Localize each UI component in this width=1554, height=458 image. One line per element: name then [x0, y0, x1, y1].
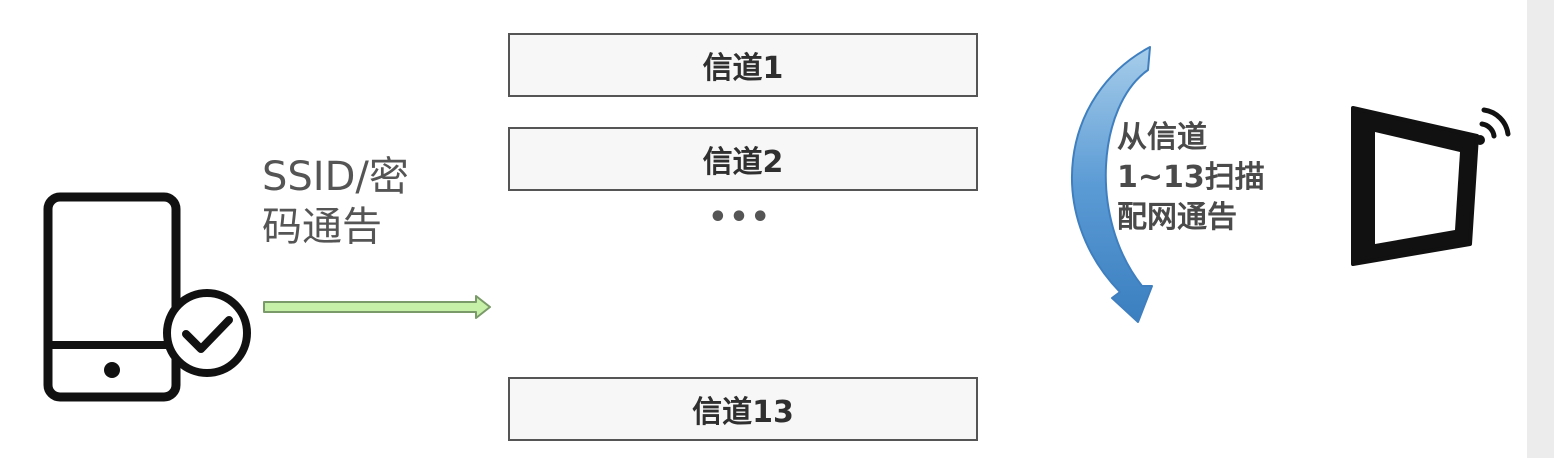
channel-2-box: 信道2 [508, 127, 978, 191]
scan-arrow [1071, 46, 1153, 323]
scan-label-line-1: 从信道 [1117, 120, 1207, 155]
channel-1-label: 信道1 [702, 51, 784, 86]
scan-label-line-3: 配网通告 [1117, 200, 1237, 235]
right-edge-strip [1527, 0, 1554, 458]
broadcast-arrow [263, 295, 491, 319]
channel-2-label: 信道2 [702, 145, 784, 180]
scan-label: 从信道 1~13扫描 配网通告 [1117, 118, 1317, 238]
broadcast-label-line-1: SSID/密 [262, 154, 409, 200]
channel-1-box: 信道1 [508, 33, 978, 97]
channel-13-box: 信道13 [508, 377, 978, 441]
broadcast-label: SSID/密 码通告 [262, 152, 462, 252]
scan-label-line-2: 1~13扫描 [1117, 160, 1265, 195]
broadcast-label-line-2: 码通告 [262, 204, 382, 250]
channel-13-label: 信道13 [692, 395, 794, 430]
wifi-display-icon [1351, 106, 1511, 266]
phone-check-icon [43, 192, 251, 402]
channel-ellipsis: ••• [708, 200, 772, 235]
